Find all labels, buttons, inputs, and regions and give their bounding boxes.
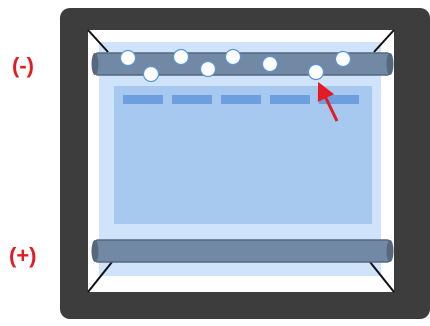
anode-rod: [94, 239, 391, 263]
corner-brace-bottom-left: [87, 261, 113, 293]
cathode-rod-right-end: [386, 53, 394, 75]
red-arrow: [317, 81, 339, 122]
gas-bubble: [172, 48, 190, 66]
gel-well: [319, 95, 359, 104]
gas-bubble: [199, 60, 217, 78]
gel-well: [221, 95, 261, 104]
gas-bubble: [224, 48, 242, 66]
corner-brace-top-left: [87, 29, 109, 53]
cathode-sign-label: (-): [12, 53, 34, 78]
gel-well: [123, 95, 163, 104]
gel-slab: [114, 86, 372, 224]
gas-bubble: [119, 49, 137, 67]
anode-rod-right-end: [386, 240, 394, 262]
gas-bubble: [307, 63, 325, 81]
anode-sign-label: (+): [9, 243, 37, 268]
corner-brace-bottom-right: [369, 261, 395, 293]
gel-well: [270, 95, 310, 104]
gas-bubble: [261, 55, 279, 73]
gas-bubble: [142, 65, 160, 83]
gel-well: [172, 95, 212, 104]
gas-bubble: [334, 50, 352, 68]
corner-brace-top-right: [373, 29, 395, 53]
anode-rod-left-end: [91, 240, 99, 262]
cathode-rod-left-end: [91, 53, 99, 75]
